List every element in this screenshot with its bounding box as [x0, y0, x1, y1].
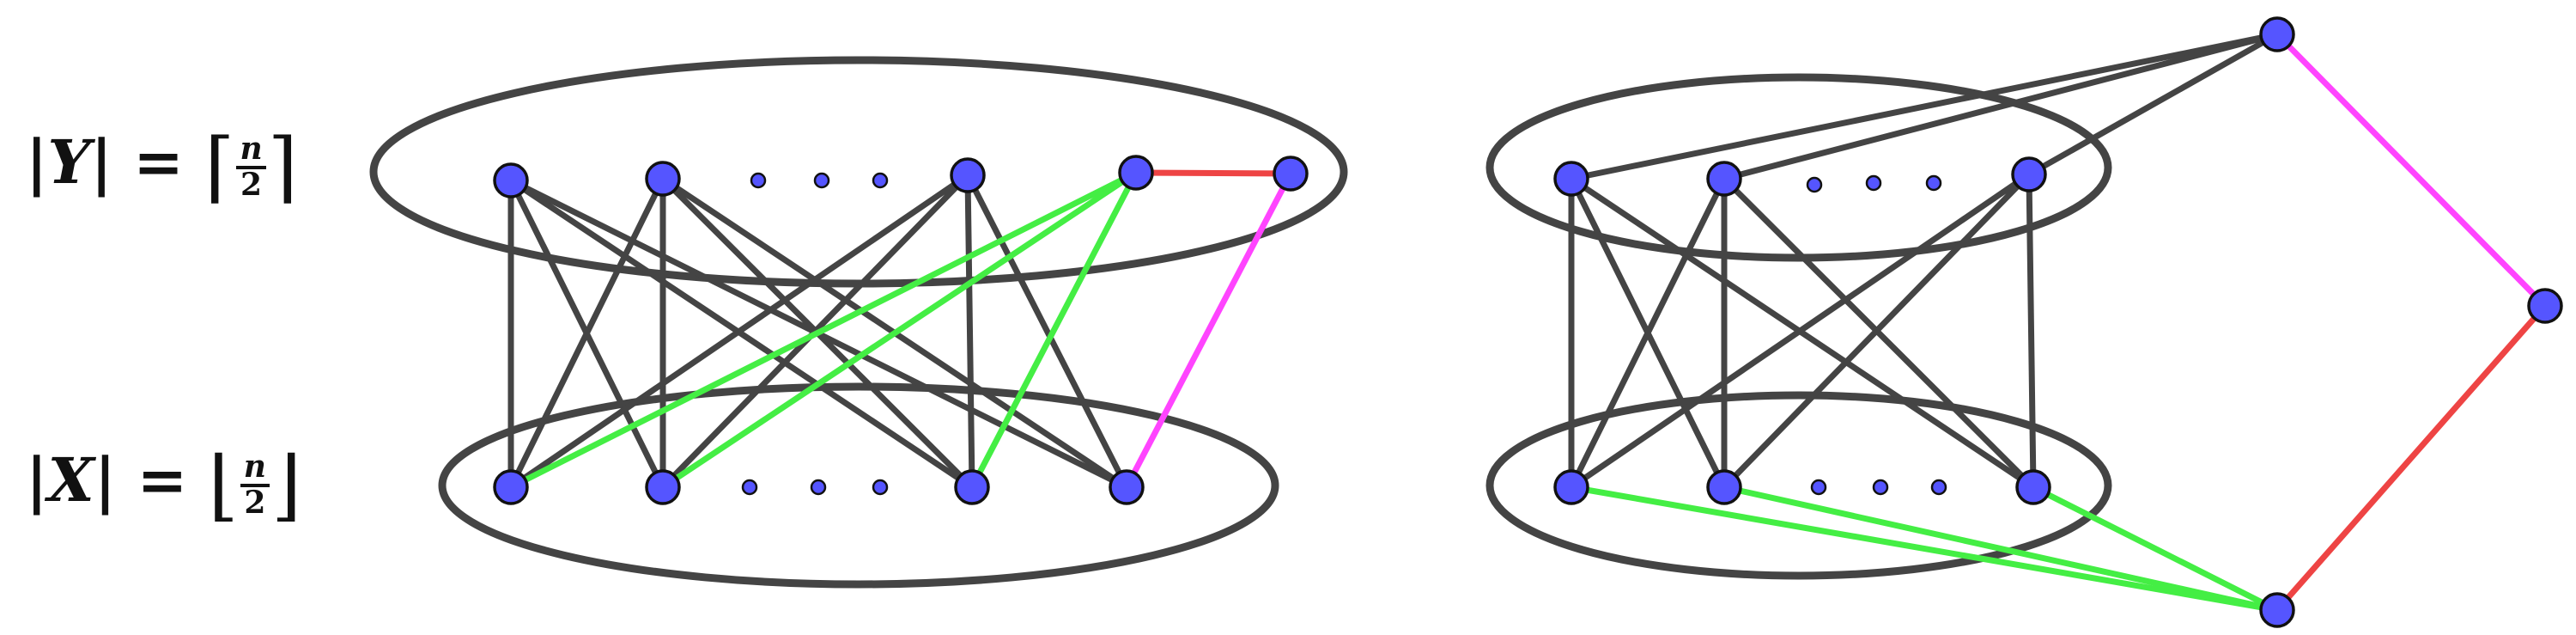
set-ellipses: [369, 56, 2112, 589]
edge-black: [1721, 31, 2281, 182]
vertex-node-icon: [645, 469, 681, 505]
edge-black: [2026, 31, 2281, 178]
vertex-node-icon: [1273, 156, 1309, 192]
edge-black: [964, 172, 1130, 491]
vertex-node-icon: [1706, 469, 1742, 505]
graph-edges: [507, 31, 2549, 614]
ellipsis-dot-icon: [741, 479, 758, 496]
edge-green: [2030, 484, 2281, 614]
ellipsis-dot-icon: [1806, 176, 1823, 193]
vertex-node-icon: [1706, 161, 1742, 197]
edge-black: [2026, 171, 2037, 491]
ellipsis-dot-icon: [1930, 479, 1947, 496]
edge-magenta: [2274, 31, 2549, 309]
ellipsis-dot-icon: [872, 172, 889, 189]
edge-black: [507, 177, 975, 491]
ellipse-x-left: [438, 382, 1279, 589]
edge-black: [1721, 175, 2037, 491]
edge-green: [969, 169, 1139, 491]
edge-red: [1133, 169, 1294, 177]
vertex-node-icon: [1118, 155, 1154, 191]
edge-red: [2274, 302, 2549, 614]
ellipsis-dots: [741, 172, 1947, 496]
vertex-node-icon: [954, 469, 990, 505]
ellipsis-dot-icon: [872, 479, 889, 496]
edge-black: [1568, 171, 2032, 491]
vertex-node-icon: [950, 157, 986, 193]
vertex-node-icon: [2011, 156, 2047, 192]
vertex-node-icon: [1553, 161, 1589, 197]
edge-black: [964, 172, 975, 491]
ellipsis-dot-icon: [810, 479, 827, 496]
edge-green: [507, 169, 1139, 491]
vertex-node-icon: [493, 469, 529, 505]
edge-black: [1568, 175, 1728, 491]
vertex-node-icon: [2259, 592, 2295, 628]
ellipse-x-right: [1485, 391, 2112, 580]
edge-green: [659, 169, 1139, 491]
ellipsis-dot-icon: [1865, 174, 1882, 192]
vertex-node-icon: [1553, 469, 1589, 505]
vertex-node-icon: [2259, 16, 2295, 52]
edge-black: [1568, 31, 2281, 182]
vertex-node-icon: [493, 162, 529, 198]
ellipse-y-right: [1485, 73, 2112, 262]
vertex-node-icon: [2527, 288, 2563, 324]
ellipsis-dot-icon: [750, 172, 767, 189]
vertex-node-icon: [645, 161, 681, 197]
vertex-node-icon: [1109, 469, 1145, 505]
edge-green: [1568, 484, 2281, 614]
edge-green: [1721, 484, 2281, 614]
graph-vertices: [493, 16, 2563, 628]
ellipsis-dot-icon: [813, 172, 830, 189]
ellipsis-dot-icon: [1925, 174, 1942, 192]
edge-black: [1721, 171, 2032, 491]
edge-black: [507, 175, 666, 491]
edge-magenta: [1123, 170, 1294, 491]
ellipsis-dot-icon: [1872, 479, 1889, 496]
vertex-node-icon: [2015, 469, 2051, 505]
ellipsis-dot-icon: [1810, 479, 1827, 496]
edge-black: [507, 172, 971, 491]
